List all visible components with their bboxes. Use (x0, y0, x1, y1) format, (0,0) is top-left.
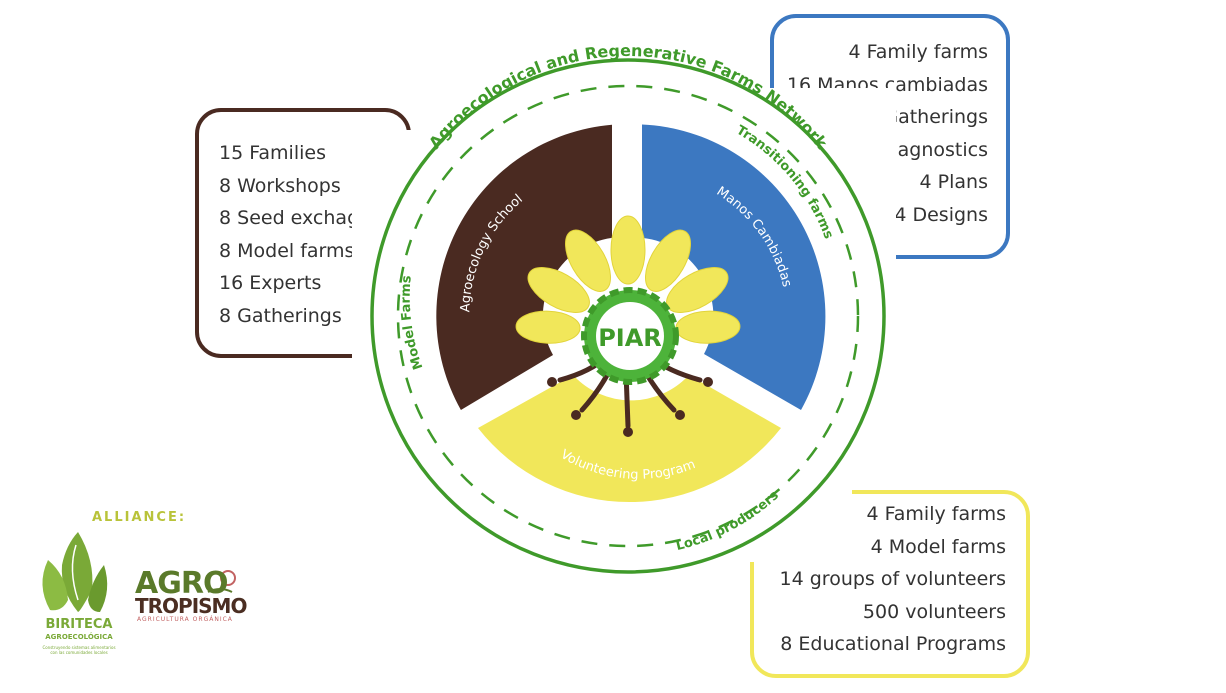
people-icons (547, 377, 713, 437)
alliance-label: ALLIANCE: (92, 510, 187, 525)
agrotropismo-line1: AGRO (135, 566, 228, 601)
manos-cambiadas-segment (642, 124, 826, 410)
volunteering-program-segment (478, 375, 781, 503)
list-item: 4 Designs (894, 203, 988, 226)
center-label: PIAR (598, 324, 662, 352)
list-item: 14 groups of volunteers (779, 568, 1006, 591)
center-inner (596, 302, 664, 370)
box-gap (352, 130, 418, 362)
list-item: 4 Family farms (866, 503, 1006, 525)
agrotropismo-line2: TROPISMO (135, 594, 247, 618)
biriteca-logo (42, 532, 108, 612)
agrotropismo-line3: AGRICULTURA ORGÁNICA (137, 616, 233, 623)
outer-ring (370, 58, 886, 574)
list-item: 500 volunteers (862, 600, 1006, 623)
agroecology-school-segment (436, 124, 612, 410)
center-badge-edge (581, 287, 679, 385)
list-item: 8 Workshops (219, 174, 341, 197)
agrotropismo-logo (207, 570, 236, 593)
biriteca-name: BIRITECA (45, 617, 113, 632)
list-item: 15 Families (219, 142, 326, 164)
local-producers-label: Local producers (674, 488, 782, 554)
biriteca-sub: AGROECOLÓGICA (45, 633, 113, 641)
list-item: 8 Model farms (219, 239, 355, 262)
dashed-ring (396, 84, 860, 548)
list-item: 8 Seed exchages (219, 207, 381, 230)
sunflower-icon (515, 215, 741, 344)
list-item: 8 Educational Programs (780, 633, 1006, 656)
list-item: 4 Plans (919, 171, 988, 194)
list-item: 8 Gatherings (219, 304, 342, 327)
box-gap (744, 486, 852, 562)
list-item: 4 Model farms (870, 535, 1006, 558)
list-item: 4 Family farms (848, 41, 988, 63)
list-item: 16 Experts (219, 272, 322, 295)
biriteca-tagline: Construyendo sistemas alimentarios con l… (42, 645, 116, 655)
